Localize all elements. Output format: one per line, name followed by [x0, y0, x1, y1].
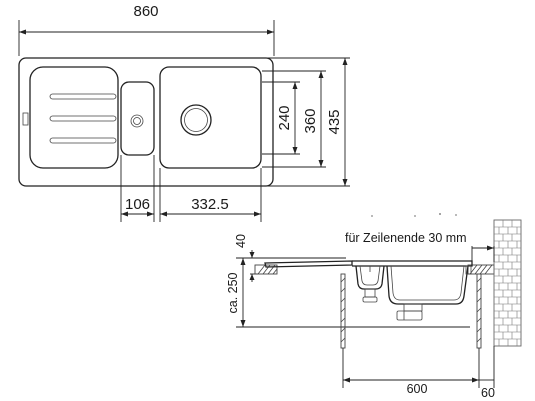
main-bowl	[159, 66, 262, 169]
edge-note: für Zeilenende 30 mm	[345, 231, 495, 262]
width-label: 860	[133, 3, 158, 20]
scan-dots	[371, 213, 457, 217]
small-bowl-width-label: 106	[125, 196, 150, 213]
small-bowl-drain	[130, 114, 144, 128]
bowl-width-dimensions: 106 332.5	[120, 155, 262, 222]
side-view: 40 ca. 250	[226, 219, 522, 400]
sink-outline	[18, 57, 274, 187]
main-bowl-drain	[180, 104, 212, 136]
small-bowl	[120, 81, 155, 156]
depth-label: 435	[326, 109, 343, 134]
main-bowl-width-label: 332.5	[191, 196, 229, 213]
width-dimension: 860	[18, 3, 275, 56]
small-drain	[364, 288, 376, 298]
edge-note-label: für Zeilenende 30 mm	[345, 231, 467, 245]
cabinet-dimensions: 600 60	[342, 346, 495, 400]
depth-dimensions: 435 360 240	[262, 57, 350, 187]
rim-label: 40	[234, 234, 248, 248]
top-view: 860	[18, 3, 457, 222]
cabinet-label: 600	[407, 382, 428, 396]
inner-depth-label: 360	[302, 108, 319, 133]
brick-wall	[493, 219, 522, 347]
height-label: ca. 250	[226, 272, 240, 313]
main-drain	[403, 303, 423, 312]
bowl-depth-label: 240	[276, 105, 293, 130]
drainer-grooves	[49, 93, 117, 144]
drainer	[29, 66, 119, 169]
height-dimension: ca. 250	[226, 257, 470, 328]
sink-profile	[264, 260, 473, 321]
offset-label: 60	[481, 386, 495, 400]
overflow-mark	[22, 112, 29, 126]
